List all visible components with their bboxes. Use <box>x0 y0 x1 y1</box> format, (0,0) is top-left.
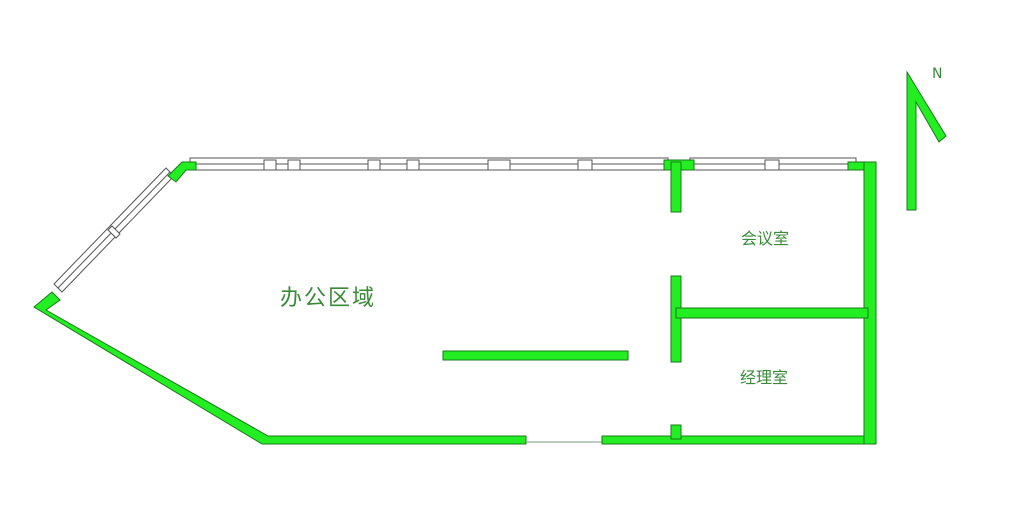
window-top-right <box>689 157 857 171</box>
room-label-meeting: 会议室 <box>741 229 790 248</box>
wall-partition-top <box>670 161 682 213</box>
wall-east <box>863 161 877 445</box>
north-arrow-icon <box>906 70 947 211</box>
wall-rooms-divider <box>675 307 869 319</box>
compass-north-label: N <box>932 66 943 82</box>
wall-southwest <box>33 291 527 445</box>
room-label-office: 办公区域 <box>280 286 377 311</box>
window-diagonal <box>53 167 175 293</box>
wall-partition-bottom <box>670 424 682 440</box>
room-label-manager: 经理室 <box>740 368 789 387</box>
wall-partition-middle <box>670 275 682 363</box>
window-top-left <box>189 157 669 171</box>
wall-south <box>601 161 877 445</box>
wall-island <box>442 350 629 361</box>
wall-corner-northwest <box>167 161 197 183</box>
